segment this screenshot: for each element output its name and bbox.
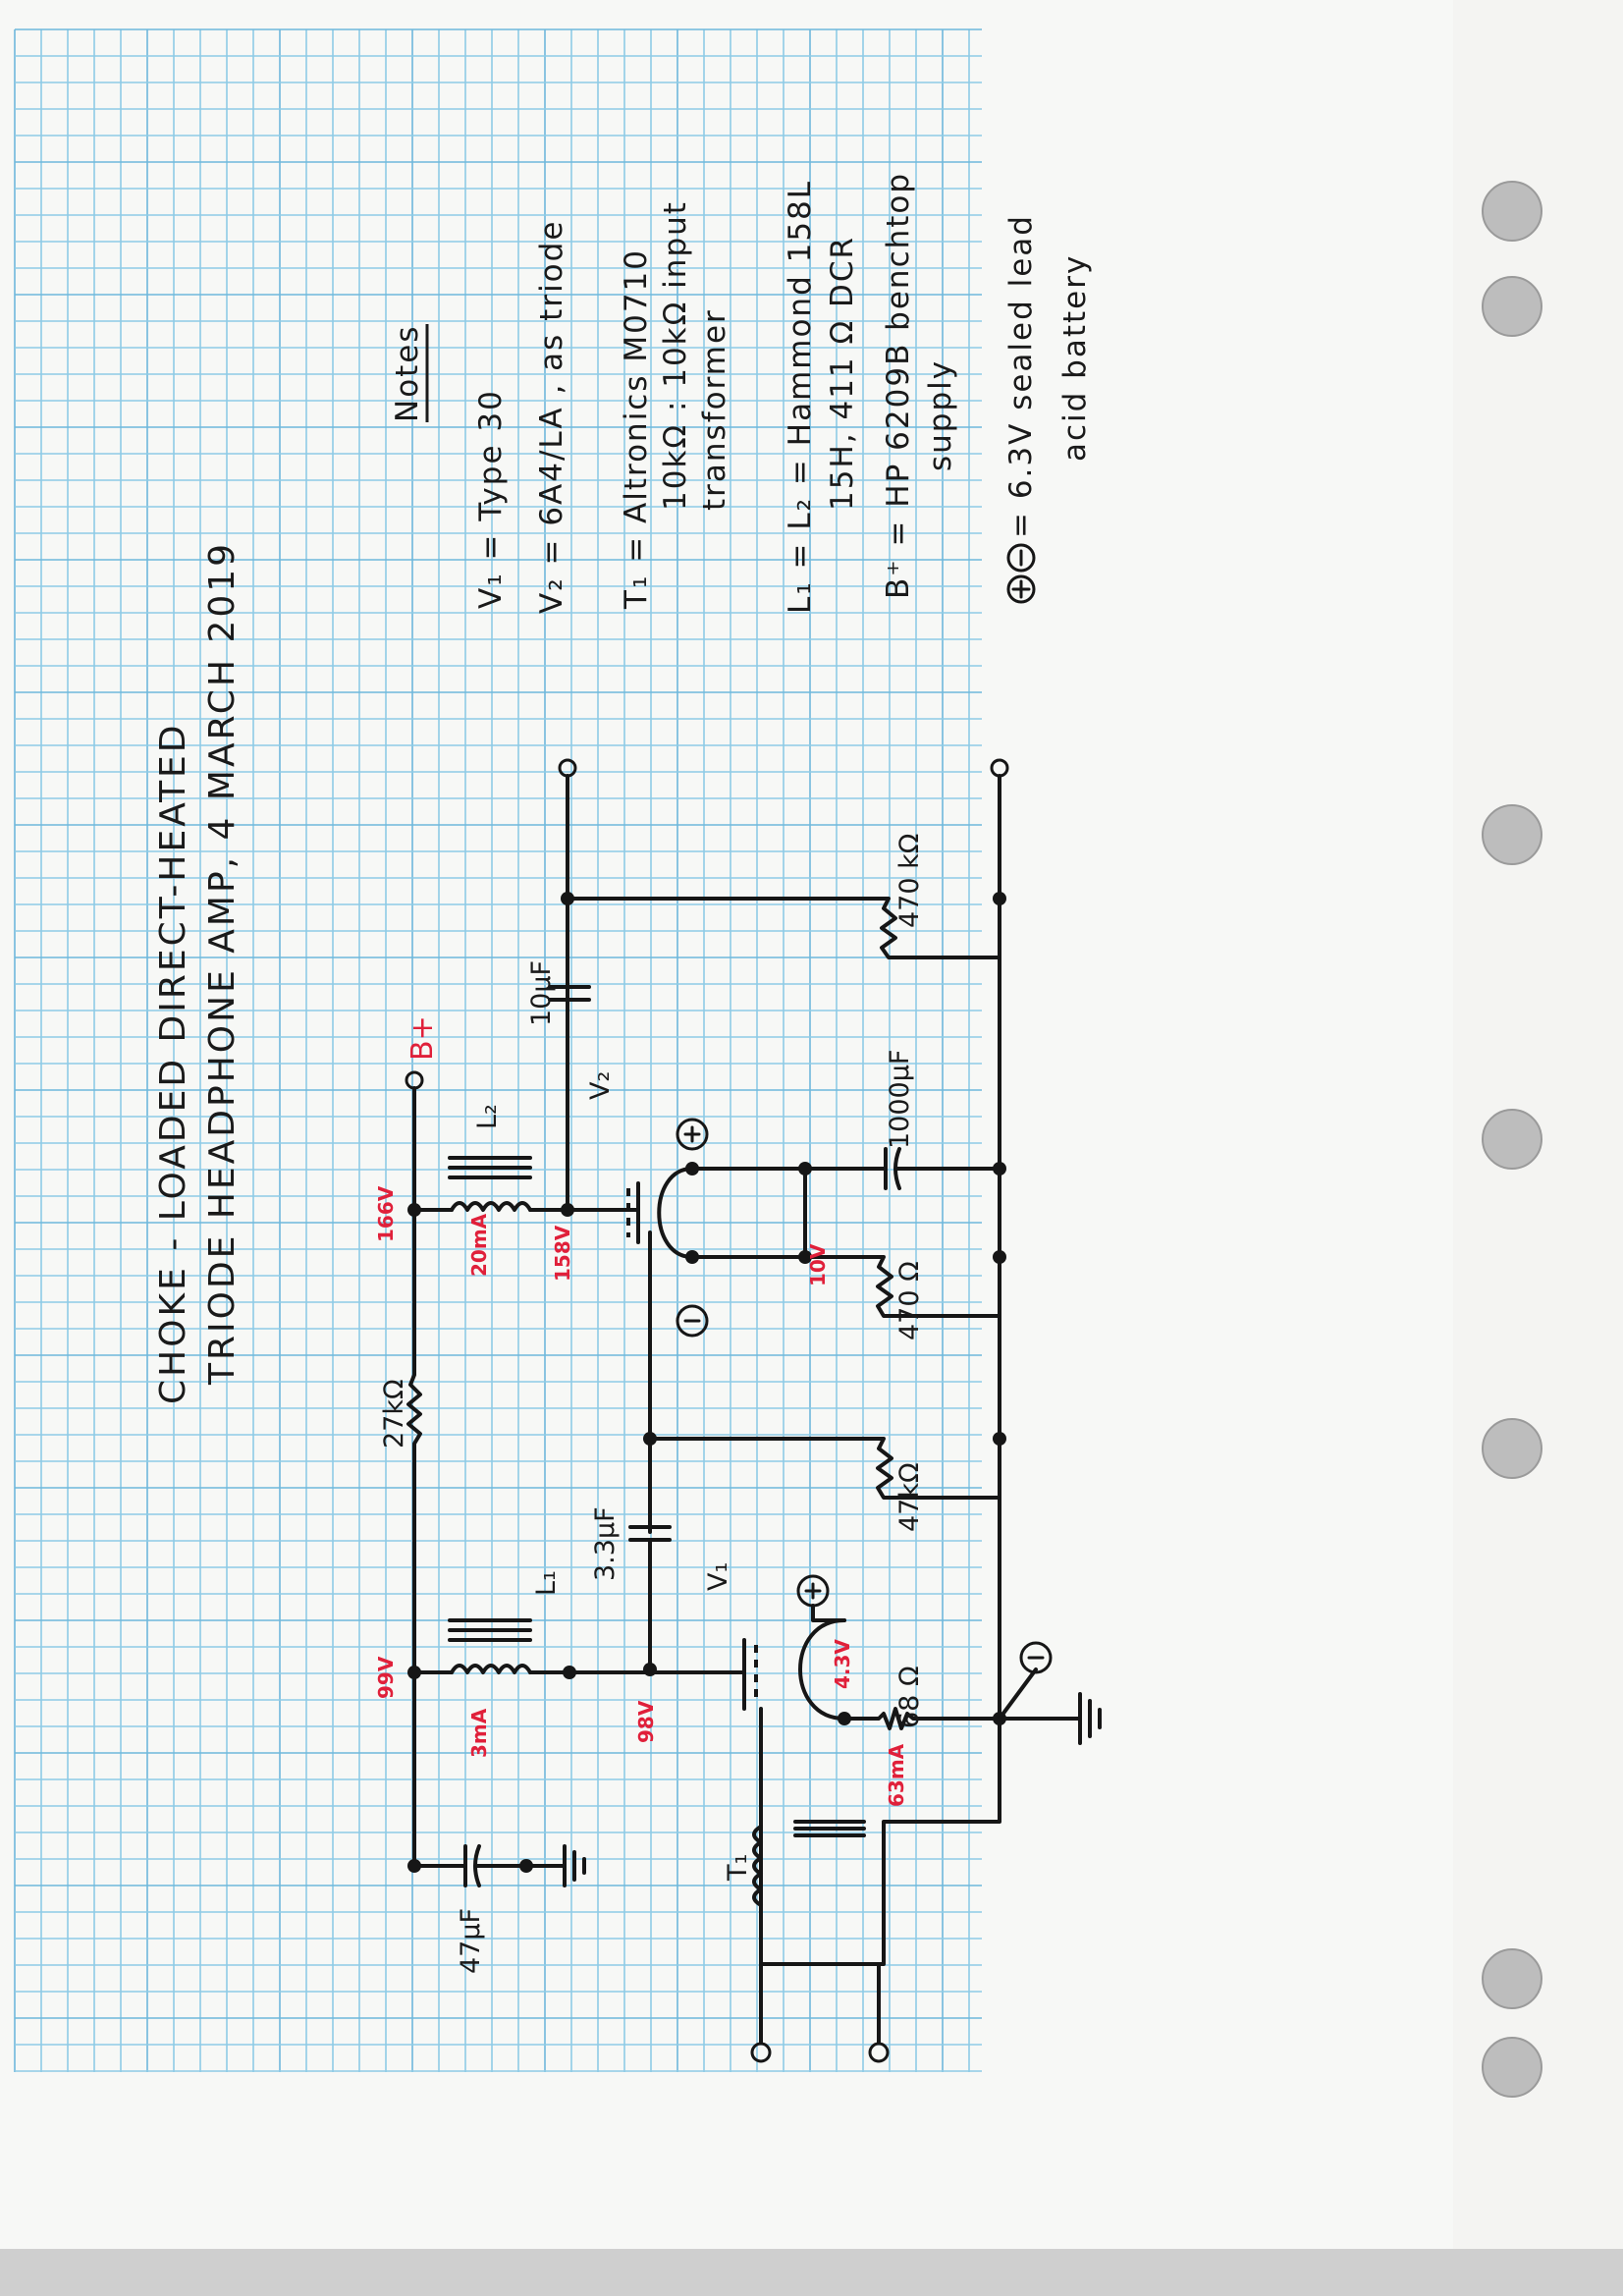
note-l-line1: L₁ = L₂ = Hammond 158L (783, 180, 818, 614)
notes-heading: Notes (390, 324, 425, 422)
note-bplus-line1: B⁺ = HP 6209B benchtop (881, 172, 916, 599)
resistor-47k (648, 1437, 1001, 1500)
graph-grid (14, 28, 982, 2072)
label-l1: L₁ (531, 1570, 562, 1596)
label-27k: 27kΩ (379, 1379, 409, 1449)
resistor-470k (566, 897, 1001, 959)
label-470: 470 Ω (894, 1261, 925, 1340)
title-line-2: TRIODE HEADPHONE AMP, 4 MARCH 2019 (202, 541, 243, 1386)
resistor-68 (842, 1707, 1001, 1730)
meas-20ma: 20mA (467, 1213, 491, 1277)
meas-10v: 10V (806, 1243, 830, 1286)
meas-43v: 4.3V (831, 1639, 854, 1689)
battery-plus-icon (1006, 574, 1036, 604)
meas-166v: 166V (374, 1185, 398, 1242)
schematic: B+ 166V 27kΩ 99V 47μF L₁ 3mA (374, 758, 1102, 2063)
v2-filament-plus-icon (676, 1118, 709, 1151)
t1-secondary-coil (752, 1825, 763, 1907)
note-t1-line1: T₁ = Altronics M0710 (619, 248, 654, 610)
meas-158v: 158V (551, 1225, 574, 1282)
meas-63ma: 63mA (885, 1743, 908, 1807)
binder-hole (1482, 2037, 1542, 2098)
label-470k: 470 kΩ (894, 834, 925, 928)
label-t1: T₁ (723, 1854, 753, 1882)
meas-99v: 99V (374, 1656, 398, 1699)
choke-l2-coil (450, 1201, 532, 1212)
label-47uf: 47μF (456, 1908, 486, 1974)
meas-3ma: 3mA (467, 1708, 491, 1758)
bplus-label: B+ (406, 1015, 440, 1061)
label-47k: 47kΩ (894, 1462, 925, 1532)
v2-filament-minus-icon (676, 1304, 709, 1338)
notes-block: Notes V₁ = Type 30 V₂ = 6A4/LA , as trio… (390, 172, 1093, 614)
binder-hole (1482, 1418, 1542, 1479)
label-68: 68 Ω (894, 1666, 925, 1728)
label-33uf: 3.3μF (590, 1506, 621, 1581)
battery-minus-icon (1006, 543, 1036, 573)
label-10uf: 10μF (526, 960, 557, 1026)
output-terminal-bottom-icon (990, 758, 1009, 778)
note-t1-line2: 10kΩ : 10kΩ input (658, 200, 693, 511)
meas-98v: 98V (634, 1700, 658, 1743)
transformer-t1: T₁ (723, 1820, 890, 2063)
label-l2: L₂ (472, 1104, 503, 1129)
binder-hole (1482, 181, 1542, 242)
note-v2: V₂ = 6A4/LA , as triode (534, 220, 569, 614)
output-terminal-top-icon (558, 758, 577, 778)
note-battery-line2: acid battery (1057, 254, 1093, 462)
note-v1: V₁ = Type 30 (473, 389, 509, 609)
binder-hole (1482, 276, 1542, 337)
note-battery-line1: = 6.3V sealed lead (1003, 214, 1039, 538)
binder-hole (1482, 1109, 1542, 1170)
resistor-470 (803, 1255, 1001, 1318)
scan-edge (0, 2249, 1623, 2296)
binder-holes (1482, 181, 1542, 2098)
label-v1: V₁ (703, 1562, 733, 1591)
tube-v1: V₁ 4.3V (703, 1562, 854, 1725)
title-line-1: CHOKE - LOADED DIRECT-HEATED (153, 722, 193, 1404)
v1-filament-minus-icon (1019, 1641, 1053, 1674)
choke-l1-coil (450, 1664, 532, 1674)
resistor-27k (406, 1208, 422, 1673)
label-v2: V₂ (585, 1071, 616, 1100)
title-block: CHOKE - LOADED DIRECT-HEATED TRIODE HEAD… (153, 541, 243, 1404)
note-bplus-line2: supply (923, 359, 958, 471)
note-l-line2: 15H, 411 Ω DCR (825, 236, 860, 511)
binder-hole (1482, 804, 1542, 865)
note-t1-line3: transformer (697, 308, 732, 511)
note-battery-symbols (1006, 543, 1036, 604)
input-terminal-1-icon (750, 2042, 772, 2063)
label-1000uf: 1000μF (885, 1050, 915, 1149)
binder-hole (1482, 1948, 1542, 2009)
input-terminal-2-icon (868, 2042, 890, 2063)
